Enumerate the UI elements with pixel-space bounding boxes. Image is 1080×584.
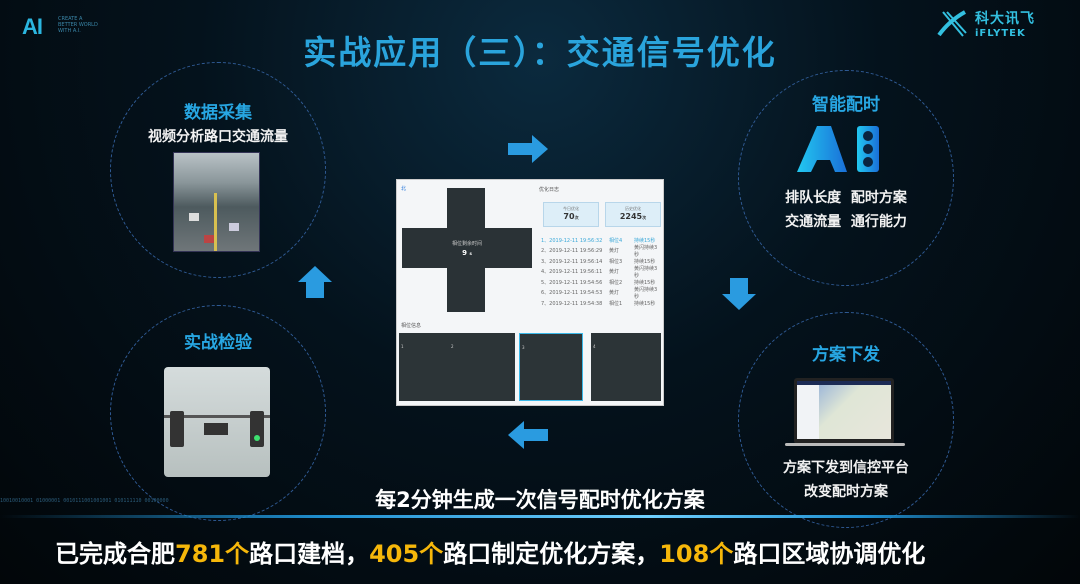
footer-line-1: 每2分钟生成一次信号配时优化方案: [375, 488, 705, 512]
binary-decoration: 10010010001 01000001 0010111001001001 01…: [0, 498, 169, 504]
stat-today-label: 今日优化: [563, 206, 579, 211]
footer-text: 已完成合肥: [55, 540, 175, 568]
log-cell: 黄灯: [609, 269, 620, 276]
stat-today-unit: 次: [574, 215, 579, 220]
log-cell: 2、2019-12-11 19:56:29: [541, 248, 603, 255]
iflytek-en: iFLYTEK: [975, 28, 1026, 39]
log-cell: 3、2019-12-11 19:56:14: [541, 258, 603, 265]
step-verify-title: 实战检验: [184, 333, 252, 353]
laptop-map-screenshot: [794, 378, 894, 444]
arrow-right-icon: [508, 135, 548, 163]
step-collect-circle: [110, 62, 326, 278]
timing-line-2: 交通流量 通行能力: [785, 214, 907, 230]
log-cell: 黄灯: [609, 290, 620, 297]
log-cell: 6、2019-12-11 19:54:53: [541, 290, 603, 297]
phase-tile[interactable]: 2: [449, 333, 515, 401]
footer-line-2: 已完成合肥781个路口建档，405个路口制定优化方案，108个路口区域协调优化: [55, 534, 925, 569]
iflytek-x-icon: [937, 9, 967, 37]
signal-system-screenshot: 北 相位剩余时间 9 s 优化日志 今日优化 70次 历史优化 2245次 1、…: [396, 179, 664, 406]
step-timing-text: 排队长度 配时方案 交通流量 通行能力: [738, 186, 954, 234]
log-row: 7、2019-12-11 19:54:38 相位1 持续15秒: [541, 298, 659, 309]
page-title: 实战应用（三）：交通信号优化: [303, 33, 777, 72]
phase-number: 2: [451, 344, 454, 349]
stat-history-label: 历史优化: [625, 206, 641, 211]
traffic-lights-photo: [164, 367, 270, 477]
stat-today: 今日优化 70次: [543, 202, 599, 227]
tagline-3: WITH A.I.: [58, 28, 81, 34]
log-cell: 黄闪持续3秒: [634, 265, 658, 279]
step-collect-text: 视频分析路口交通流量: [148, 129, 288, 145]
north-label: 北: [401, 186, 407, 192]
footer-count-optimized: 405个: [369, 540, 444, 568]
log-cell: 黄闪持续3秒: [634, 286, 658, 300]
remaining-time: 9 s: [437, 249, 497, 257]
stat-history-value: 2245: [619, 212, 643, 221]
remaining-time-unit: s: [469, 251, 472, 256]
tagline-1: CREATE A: [58, 16, 83, 22]
ai-logo: AI: [22, 14, 43, 39]
log-cell: 相位3: [609, 258, 623, 265]
traffic-road-photo: [173, 152, 260, 252]
log-cell: 相位4: [609, 237, 623, 244]
iflytek-cn: 科大讯飞: [975, 11, 1035, 27]
log-row: 5、2019-12-11 19:54:56 相位2 持续15秒: [541, 277, 659, 288]
log-row: 3、2019-12-11 19:56:14 相位3 持续15秒: [541, 256, 659, 267]
log-cell: 持续15秒: [634, 258, 656, 265]
logo-tagline: CREATE A BETTER WORLD WITH A.I.: [58, 16, 98, 34]
timing-line-1: 排队长度 配时方案: [785, 190, 907, 206]
remaining-time-value: 9: [462, 249, 468, 257]
log-cell: 5、2019-12-11 19:54:56: [541, 279, 603, 286]
arrow-up-icon: [298, 266, 332, 298]
footer-count-coordinated: 108个: [659, 540, 734, 568]
log-cell: 持续15秒: [634, 279, 656, 286]
phase-title: 相位信息: [401, 323, 422, 329]
step-timing-circle: [738, 70, 954, 286]
footer-text: 路口制定优化方案，: [443, 540, 660, 568]
log-cell: 黄灯: [609, 248, 620, 255]
ai-traffic-light-icon: [797, 126, 879, 172]
stat-history: 历史优化 2245次: [605, 202, 661, 227]
laptop-base: [785, 443, 905, 446]
stat-history-unit: 次: [642, 215, 647, 220]
phase-number: 4: [593, 344, 596, 349]
footer-text: 路口建档，: [249, 540, 370, 568]
phase-tile-selected[interactable]: 3: [519, 333, 583, 401]
log-cell: 4、2019-12-11 19:56:11: [541, 269, 603, 276]
deploy-line-2: 改变配时方案: [804, 484, 888, 500]
tagline-2: BETTER WORLD: [58, 22, 98, 28]
deploy-line-1: 方案下发到信控平台: [783, 460, 909, 476]
phase-number: 3: [522, 345, 525, 350]
footer-text: 路口区域协调优化: [733, 540, 926, 568]
log-cell: 持续15秒: [634, 237, 656, 244]
step-verify-circle: [110, 305, 326, 521]
log-cell: 持续15秒: [634, 300, 656, 307]
footer-count-archived: 781个: [175, 540, 250, 568]
stat-today-value: 70: [563, 212, 575, 221]
log-cell: 黄闪持续3秒: [634, 244, 658, 258]
intersection-ew: [402, 228, 532, 268]
arrow-down-icon: [722, 278, 756, 310]
glow-line: [0, 515, 1080, 518]
intersection-label: 相位剩余时间: [451, 241, 482, 247]
step-deploy-circle: [738, 312, 954, 528]
log-row: 2、2019-12-11 19:56:29 黄灯 黄闪持续3秒: [541, 244, 659, 258]
step-deploy-title: 方案下发: [812, 345, 880, 365]
step-deploy-text: 方案下发到信控平台 改变配时方案: [738, 456, 954, 504]
step-collect-title: 数据采集: [184, 103, 252, 123]
log-row: 1、2019-12-11 19:56:32 相位4 持续15秒: [541, 235, 659, 246]
log-row: 6、2019-12-11 19:54:53 黄灯 黄闪持续3秒: [541, 286, 659, 300]
arrow-left-icon: [508, 421, 548, 449]
step-timing-title: 智能配时: [812, 95, 880, 115]
log-row: 4、2019-12-11 19:56:11 黄灯 黄闪持续3秒: [541, 265, 659, 279]
panel-title: 优化日志: [539, 187, 560, 193]
log-cell: 7、2019-12-11 19:54:38: [541, 300, 603, 307]
phase-tile[interactable]: 4: [591, 333, 661, 401]
log-cell: 相位1: [609, 300, 623, 307]
log-cell: 1、2019-12-11 19:56:32: [541, 237, 603, 244]
phase-number: 1: [401, 344, 404, 349]
log-cell: 相位2: [609, 279, 623, 286]
